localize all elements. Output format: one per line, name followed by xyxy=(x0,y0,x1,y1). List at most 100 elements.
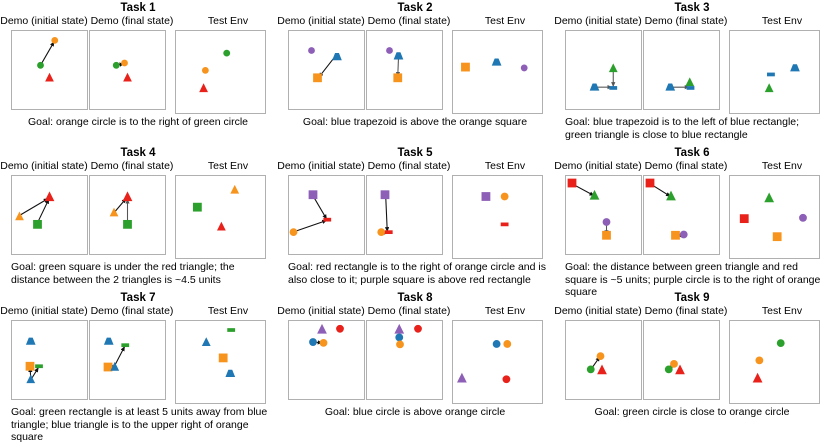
task-5-demo-initial-panel[interactable] xyxy=(288,175,365,255)
task-4-test-env-panel[interactable] xyxy=(175,175,266,259)
task-5-panels xyxy=(277,175,553,259)
scene-canvas xyxy=(377,190,393,237)
arrow-orange-triangle-to-red xyxy=(19,198,49,216)
label-test-env: Test Env xyxy=(207,160,249,172)
task-5-demo-final-panel[interactable] xyxy=(366,175,443,255)
blue-circle xyxy=(492,340,501,348)
task-1-panel-labels: Demo (initial state) Demo (final state) … xyxy=(0,15,276,29)
red-rectangle xyxy=(500,222,509,227)
scene-canvas xyxy=(192,184,240,231)
scene-canvas xyxy=(109,191,133,229)
red-square xyxy=(645,178,655,188)
green-triangle xyxy=(608,63,618,73)
task-3-demo-initial-panel[interactable] xyxy=(565,30,642,110)
scene-canvas xyxy=(289,190,332,237)
orange-square xyxy=(25,361,35,371)
task-6-title: Task 6 xyxy=(674,147,710,159)
task-6-test-env-panel[interactable] xyxy=(729,175,820,259)
red-triangle xyxy=(752,372,763,383)
green-triangle xyxy=(685,77,695,87)
task-9-test-env-panel[interactable] xyxy=(729,320,820,404)
task-8-title: Task 8 xyxy=(397,292,433,304)
blue-trapezoid xyxy=(491,58,502,66)
scene-canvas xyxy=(112,59,132,82)
green-circle xyxy=(112,61,120,69)
task-7-test-env-panel[interactable] xyxy=(175,320,266,404)
red-circle xyxy=(414,324,422,333)
task-9-demo-initial-panel[interactable] xyxy=(565,320,642,400)
task-5: Task 5 Demo (initial state) Demo (final … xyxy=(277,147,553,294)
task-2-demo-final-panel[interactable] xyxy=(366,30,443,110)
orange-square xyxy=(313,73,322,83)
task-3-demo-final-panel[interactable] xyxy=(643,30,720,110)
task-1: Task 1 Demo (initial state) Demo (final … xyxy=(0,2,276,149)
orange-circle xyxy=(670,360,678,368)
red-triangle xyxy=(199,83,208,93)
task-8-panels xyxy=(277,320,553,404)
purple-triangle xyxy=(394,323,405,334)
orange-circle xyxy=(503,340,512,348)
task-1-demo-initial-panel[interactable] xyxy=(11,30,88,110)
task-7-panels xyxy=(0,320,276,404)
task-8-test-env-panel[interactable] xyxy=(452,320,543,404)
label-demo-final: Demo (final state) xyxy=(367,305,451,317)
blue-trapezoid xyxy=(393,52,404,60)
green-rectangle xyxy=(35,364,43,369)
purple-circle xyxy=(386,47,393,54)
label-test-env: Test Env xyxy=(207,305,249,317)
label-demo-final: Demo (final state) xyxy=(644,15,728,27)
orange-triangle xyxy=(230,184,240,194)
orange-circle xyxy=(121,59,128,67)
task-4-panel-labels: Demo (initial state) Demo (final state) … xyxy=(0,160,276,174)
orange-square xyxy=(461,62,470,72)
task-9: Task 9 Demo (initial state) Demo (final … xyxy=(554,292,830,439)
blue-circle xyxy=(309,338,317,346)
blue-trapezoid xyxy=(332,53,342,61)
task-8-demo-initial-panel[interactable] xyxy=(288,320,365,400)
task-1-goal-text: Goal: orange circle is to the right of g… xyxy=(27,116,249,128)
task-6-demo-final-panel[interactable] xyxy=(643,175,720,255)
purple-circle xyxy=(679,230,688,239)
purple-circle xyxy=(799,213,807,222)
task-9-demo-final-panel[interactable] xyxy=(643,320,720,400)
green-triangle xyxy=(764,192,775,203)
scene-canvas xyxy=(586,352,607,375)
arrow-purple-to-red xyxy=(313,196,327,220)
scene-canvas xyxy=(309,323,344,347)
red-rectangle xyxy=(323,217,332,222)
task-8-demo-final-panel[interactable] xyxy=(366,320,443,400)
task-1-demo-final-panel[interactable] xyxy=(89,30,166,110)
task-2-panel-labels: Demo (initial state) Demo (final state) … xyxy=(277,15,553,29)
task-3-title: Task 3 xyxy=(674,2,710,14)
task-6-panel-labels: Demo (initial state) Demo (final state) … xyxy=(554,160,830,174)
blue-rectangle xyxy=(609,86,618,90)
task-6-demo-initial-panel[interactable] xyxy=(565,175,642,255)
scene-canvas xyxy=(752,339,785,383)
task-7-demo-final-panel[interactable] xyxy=(89,320,166,400)
scene-canvas xyxy=(201,328,236,377)
scene-canvas xyxy=(567,178,611,240)
arrow-triangle-to-rectangle xyxy=(31,367,39,380)
label-demo-final: Demo (final state) xyxy=(90,160,174,172)
task-2-test-env-panel[interactable] xyxy=(452,30,543,114)
task-1-test-env-panel[interactable] xyxy=(175,30,266,114)
task-2-goal-text: Goal: blue trapezoid is above the orange… xyxy=(302,116,528,128)
task-7-demo-initial-panel[interactable] xyxy=(11,320,88,400)
red-triangle xyxy=(216,221,226,231)
task-3-test-env-panel[interactable] xyxy=(729,30,820,114)
task-4-panels xyxy=(0,175,276,259)
task-5-test-env-panel[interactable] xyxy=(452,175,543,259)
blue-trapezoid xyxy=(790,64,800,72)
red-circle xyxy=(502,375,511,384)
label-demo-initial: Demo (initial state) xyxy=(554,305,642,317)
red-triangle xyxy=(123,72,132,82)
orange-circle xyxy=(500,192,509,201)
task-7-goal-text: Goal: green rectangle is at least 5 unit… xyxy=(11,406,268,443)
task-6-goal-text: Goal: the distance between green triangl… xyxy=(565,261,821,298)
task-4-demo-initial-panel[interactable] xyxy=(11,175,88,255)
orange-square xyxy=(103,362,113,372)
blue-trapezoid xyxy=(103,337,114,345)
task-2-demo-initial-panel[interactable] xyxy=(288,30,365,110)
orange-circle xyxy=(51,36,59,44)
task-4-demo-final-panel[interactable] xyxy=(89,175,166,255)
